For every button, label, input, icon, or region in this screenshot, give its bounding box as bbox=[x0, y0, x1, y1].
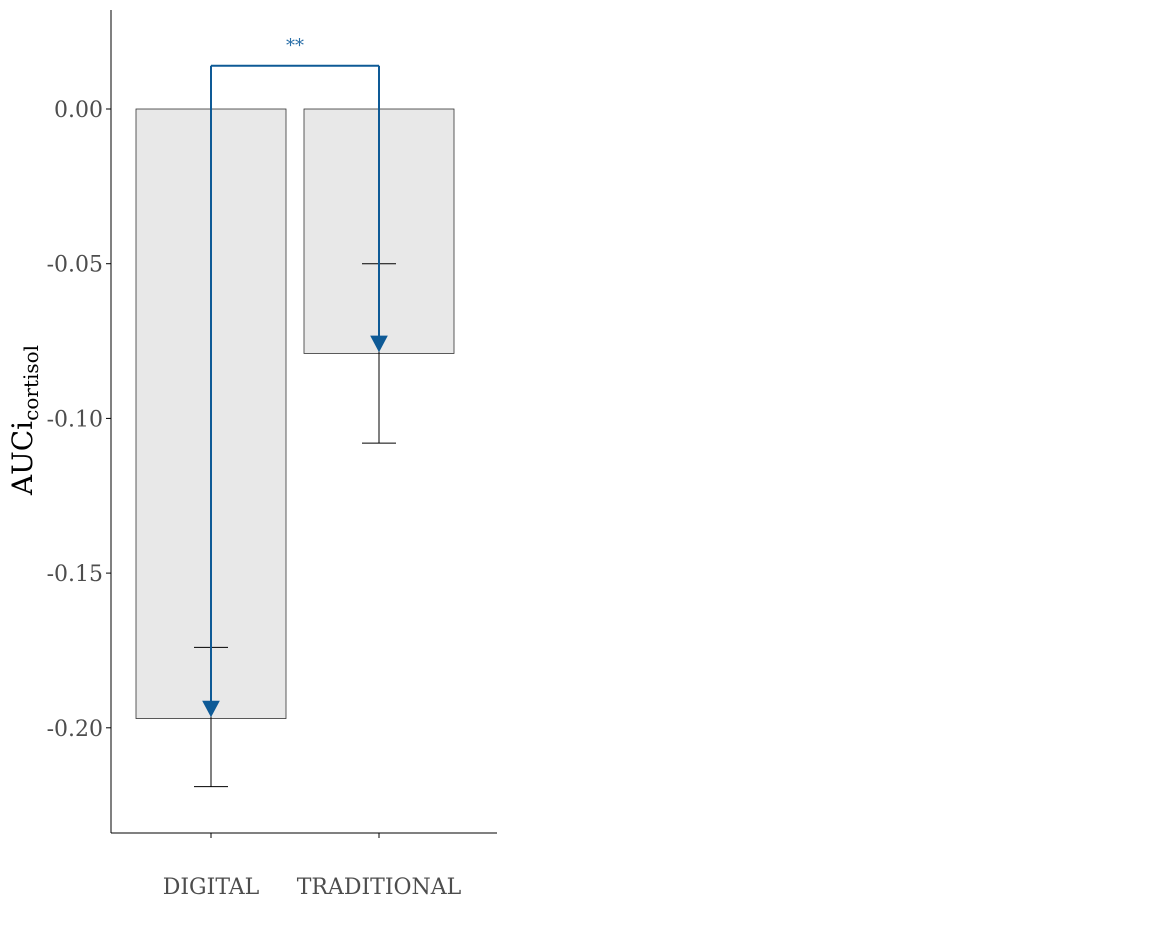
y-tick-label: -0.20 bbox=[47, 717, 103, 742]
y-tick-label: -0.10 bbox=[47, 407, 103, 432]
y-tick-label: 0.00 bbox=[54, 98, 103, 123]
arrow-head-digital bbox=[202, 700, 220, 718]
significance-label: ** bbox=[286, 36, 304, 57]
y-axis-title-subscript: cortisol bbox=[19, 345, 43, 421]
x-tick-label-digital: DIGITAL bbox=[163, 875, 260, 900]
y-tick-label: -0.15 bbox=[47, 562, 103, 587]
x-tick-label-traditional: TRADITIONAL bbox=[297, 875, 462, 900]
y-axis-title: AUCicortisol bbox=[6, 345, 43, 496]
y-axis-title-main: AUCi bbox=[6, 421, 39, 496]
y-tick-label: -0.05 bbox=[47, 253, 103, 278]
arrow-head-traditional bbox=[370, 335, 388, 353]
